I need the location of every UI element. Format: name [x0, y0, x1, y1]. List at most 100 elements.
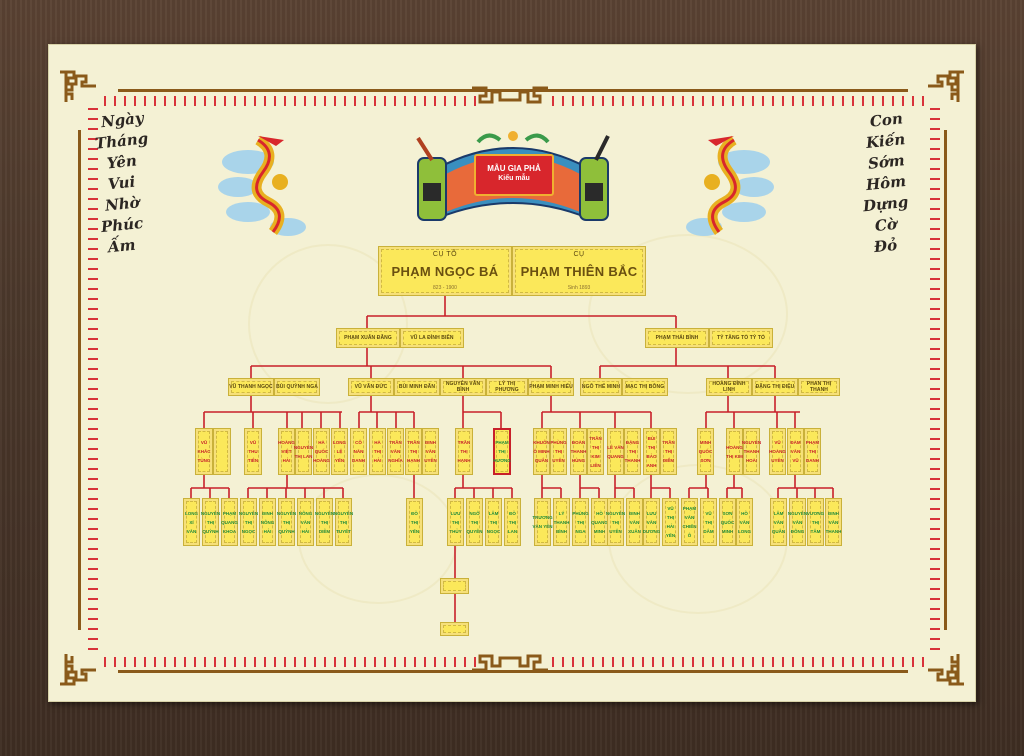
gen5-node[interactable]: LƯU THỊ THỦY: [447, 498, 464, 546]
gen4-node[interactable]: CÔ NĂN DANH: [350, 428, 367, 475]
node-name: PHẠM THÁI BÌNH: [655, 335, 699, 341]
gen4-node[interactable]: LONG LỆ YẾN: [331, 428, 348, 475]
gen5-node[interactable]: PHẠM VĂN CHIẾN Ô: [681, 498, 698, 546]
node-name: HỒ QUANG MINH: [591, 510, 608, 534]
gen4-node-empty[interactable]: [213, 428, 231, 475]
gen4-node[interactable]: MINH QUỐC SƠN: [697, 428, 714, 475]
gen3-node[interactable]: VŨ VĂN ĐỨC: [348, 378, 394, 396]
gen3-node[interactable]: MẠC THỊ BÔNG: [622, 378, 668, 396]
gen3-node[interactable]: VŨ THANH NGỌC: [228, 378, 274, 396]
gen3-node[interactable]: BÙI MINH ĐĂN: [394, 378, 440, 396]
gen5-node[interactable]: LÂM THỊ NGỌC: [485, 498, 502, 546]
node-name: PHAN THỊ THANH: [806, 381, 832, 393]
gen4-node[interactable]: TRẦN THỊ KIM LIÊN: [587, 428, 604, 475]
gen6-node-empty[interactable]: [440, 578, 469, 594]
ancestor-node-1[interactable]: CỤ TỔ PHẠM NGỌC BÁ 823 - 1900: [378, 246, 512, 296]
banner-title-plate: MẪU GIA PHẢ Kiểu mẫu: [474, 154, 554, 196]
gen5-node[interactable]: NGUYỄN THỊ DIỄM: [315, 498, 334, 546]
node-name: TRẦN THỊ HẠNH: [457, 440, 471, 463]
gen6-node-empty[interactable]: [440, 622, 469, 636]
gen4-node[interactable]: HÀ THỊ HẢI: [369, 428, 386, 475]
node-name: PHÙNG THỊ UYÊN: [550, 440, 567, 463]
gen3-node[interactable]: PHAN THỊ THANH: [798, 378, 840, 396]
node-name: HÀ QUỐC HOÀNG: [313, 440, 330, 463]
node-name: VƯƠNG THỊ TÂM: [806, 510, 825, 534]
corner-ornament-bottom-right: [928, 654, 964, 686]
gen4-node[interactable]: ĐẶNG THỊ THANH: [624, 428, 641, 475]
node-name: VŨ THU TIÊN: [247, 440, 259, 463]
gen4-node[interactable]: VŨ THU TIÊN: [244, 428, 262, 475]
gen4-node[interactable]: KHUÔN Ô MINH QUÂN: [533, 428, 550, 475]
gen4-node[interactable]: LÊ VĂN QUANG: [607, 428, 624, 475]
bottom-brown-border: [118, 670, 908, 673]
left-greek-key: [88, 104, 98, 654]
gen3-node[interactable]: BÙI QUỲNH NGA: [274, 378, 320, 396]
gen5-node[interactable]: ĐỖ THỊ YẾN: [406, 498, 423, 546]
gen4-node[interactable]: BÙI THỊ BẢO ANH: [643, 428, 660, 475]
gen4-node[interactable]: NGUYỄN THANH HOÀI: [742, 428, 761, 475]
gen5-node[interactable]: LƯU VĂN DƯƠNG: [643, 498, 660, 546]
node-name: LONG LỆ YẾN: [333, 440, 346, 463]
gen3-node[interactable]: NGÔ THẾ MINH: [580, 378, 622, 396]
gen4-node[interactable]: ĐINH VĂN UYÊN: [422, 428, 439, 475]
gen4-node[interactable]: TRẦN THỊ ĐIỂM: [660, 428, 677, 475]
node-name: NGUYỄN VĂN ĐÔNG: [787, 510, 808, 534]
gen4-node-selected[interactable]: PHẠM THỊ HƯƠNG: [493, 428, 511, 475]
gen2-spouse-node[interactable]: TỶ TẰNG TỔ TỶ TỔ: [709, 328, 773, 348]
gen5-node[interactable]: VŨ THỊ HẢI YẾN: [662, 498, 679, 546]
gen4-node[interactable]: TRẦN THỊ HẠNH: [455, 428, 473, 475]
gen5-node[interactable]: NGUYỄN THỊ QUỲNH: [201, 498, 220, 546]
gen3-node[interactable]: HOÀNG ĐÌNH LINH: [706, 378, 752, 396]
gen2-spouse-node[interactable]: VŨ LA ĐÌNH BIÊN: [400, 328, 464, 348]
gen4-node[interactable]: VŨ KHẮC TÙNG: [195, 428, 213, 475]
gen5-node[interactable]: VŨ THỊ DÂM: [700, 498, 717, 546]
gen5-node[interactable]: VƯƠNG THỊ TÂM: [807, 498, 824, 546]
gen4-node[interactable]: VŨ HOÀNG UYÊN: [769, 428, 786, 475]
gen2-node[interactable]: PHẠM XUÂN ĐĂNG: [336, 328, 400, 348]
gen5-node[interactable]: PHẠM QUANG KHOA: [221, 498, 238, 546]
gen3-node[interactable]: NGUYỄN VĂN BÌNH: [440, 378, 486, 396]
gen5-node[interactable]: LÂM VĂN QUÂN: [770, 498, 787, 546]
gen5-node[interactable]: NGÔ THỊ QUYÊN: [466, 498, 483, 546]
gen5-node[interactable]: PHÙNG THỊ NGA: [572, 498, 589, 546]
ancestor-node-2[interactable]: CỤ PHẠM THIÊN BẮC Sinh 1893: [512, 246, 646, 296]
gen3-node[interactable]: PHẠM MINH HIẾU: [528, 378, 574, 396]
gen3-node[interactable]: ĐẶNG THỊ ĐIỆU: [752, 378, 798, 396]
gen5-node[interactable]: ĐINH NÔNG HẢI: [259, 498, 276, 546]
gen4-node[interactable]: ĐOÀN THANH HÙNG: [570, 428, 587, 475]
gen5-node[interactable]: NÔNG VĂN HẢI: [297, 498, 314, 546]
node-name: TRƯƠNG VĂN YÊN: [532, 515, 553, 529]
gen5-node[interactable]: NGUYỄN THỊ TUYẾT: [334, 498, 353, 546]
gen5-node[interactable]: ĐINH VĂN XUÂN: [626, 498, 643, 546]
gen5-node[interactable]: ĐỖ THỊ LAN: [504, 498, 521, 546]
gen4-node[interactable]: HÀ QUỐC HOÀNG: [313, 428, 330, 475]
node-name: TRẦN THỊ KIM LIÊN: [589, 435, 602, 468]
gen3-node[interactable]: LÝ THỊ PHƯƠNG: [486, 378, 528, 396]
gen5-node[interactable]: NGUYỄN THỊ UYÊN: [606, 498, 625, 546]
gen5-node[interactable]: HỒ VĂN LONG: [736, 498, 753, 546]
gen4-node[interactable]: HOÀNG VIỆT HẢI: [278, 428, 295, 475]
gen2-node[interactable]: PHẠM THÁI BÌNH: [645, 328, 709, 348]
gen5-node[interactable]: NGUYỄN THỊ NGỌC: [239, 498, 258, 546]
gen4-node[interactable]: PHẠM THỊ DANH: [804, 428, 821, 475]
node-name: VŨ KHẮC TÙNG: [197, 440, 211, 463]
gen5-node[interactable]: NGUYỄN VĂN ĐÔNG: [787, 498, 808, 546]
node-name: LÝ THỊ PHƯƠNG: [495, 381, 519, 393]
gen5-node[interactable]: ĐINH VĂN THANH: [825, 498, 842, 546]
gen5-node[interactable]: TRƯƠNG VĂN YÊN: [532, 498, 553, 546]
node-name: ĐINH VĂN UYÊN: [424, 440, 437, 463]
gen5-node[interactable]: NGUYỄN THỊ QUỲNH: [277, 498, 296, 546]
gen4-node[interactable]: HOÀNG THỊ KIM: [726, 428, 743, 475]
gen4-node[interactable]: TRẦN VĂN NGHĨA: [387, 428, 404, 475]
gen4-node[interactable]: ĐÀM VĂN VŨ: [787, 428, 804, 475]
gen5-node[interactable]: SƠN QUỐC MINH: [719, 498, 736, 546]
title-banner: MẪU GIA PHẢ Kiểu mẫu: [408, 128, 618, 236]
gen5-node[interactable]: LÝ THANH BÌNH: [553, 498, 570, 546]
bottom-left-greek-key: [100, 657, 480, 667]
gen4-node[interactable]: TRẦN THỊ HẠNH: [405, 428, 422, 475]
gen4-node[interactable]: NGUYỄN THỊ LAN: [294, 428, 313, 475]
gen4-node[interactable]: PHÙNG THỊ UYÊN: [550, 428, 567, 475]
gen5-node[interactable]: LONG XÍ VĂN: [183, 498, 200, 546]
node-name: PHẠM THỊ DANH: [805, 440, 820, 463]
gen5-node[interactable]: HỒ QUANG MINH: [591, 498, 608, 546]
